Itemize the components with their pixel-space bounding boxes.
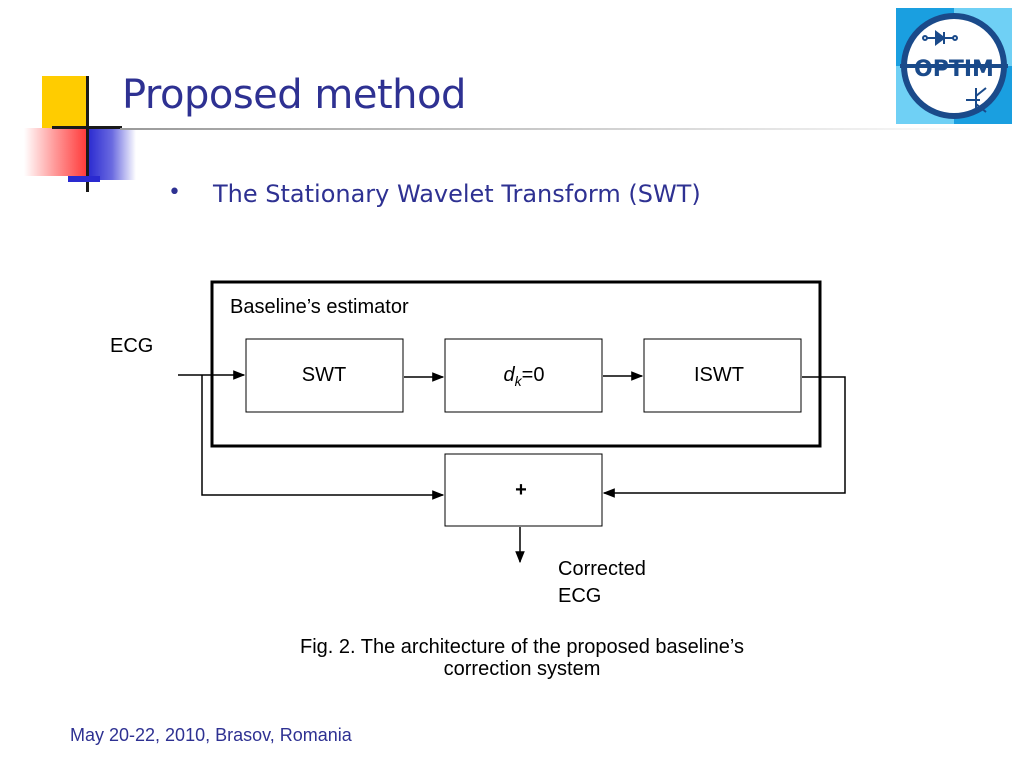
- title-underline: [120, 128, 1000, 130]
- feedback-arrow: [602, 376, 846, 498]
- diode-icon: [922, 30, 958, 46]
- decorative-yellow-square: [42, 76, 88, 128]
- sum-block: [444, 453, 603, 527]
- iswt-block: [643, 338, 802, 413]
- footer-text: May 20-22, 2010, Brasov, Romania: [70, 725, 352, 745]
- output-label-line2: ECG: [558, 585, 601, 607]
- baseline-estimator-frame: [210, 280, 822, 448]
- sum-label: +: [515, 479, 527, 501]
- transistor-icon: [966, 87, 987, 113]
- bullet-icon: •: [168, 180, 181, 205]
- zero-label: dk=0: [504, 364, 545, 389]
- decorative-blue-square: [88, 128, 136, 180]
- estimator-label: Baseline’s estimator: [230, 296, 409, 318]
- caption-line2: correction system: [443, 658, 601, 680]
- bypass-arrow: [201, 375, 445, 500]
- swt-block: [245, 338, 404, 413]
- ecg-input-label: ECG: [110, 335, 153, 357]
- decorative-vertical-line: [86, 76, 89, 192]
- decorative-red-square: [24, 128, 92, 176]
- caption-line1: Fig. 2. The architecture of the proposed…: [300, 636, 744, 658]
- decorative-horizontal-line: [52, 126, 122, 129]
- decorative-blue-bar: [68, 176, 100, 182]
- zero-block: [444, 338, 603, 413]
- slide-title: Proposed method: [122, 72, 466, 118]
- output-label-line1: Corrected: [558, 558, 646, 580]
- optim-logo: OPTIM: [896, 8, 1012, 124]
- figure-caption: Fig. 2. The architecture of the proposed…: [212, 636, 832, 680]
- logo-text: OPTIM: [914, 57, 994, 82]
- iswt-label: ISWT: [694, 364, 744, 386]
- bullet-text: The Stationary Wavelet Transform (SWT): [213, 180, 701, 208]
- swt-label: SWT: [302, 364, 346, 386]
